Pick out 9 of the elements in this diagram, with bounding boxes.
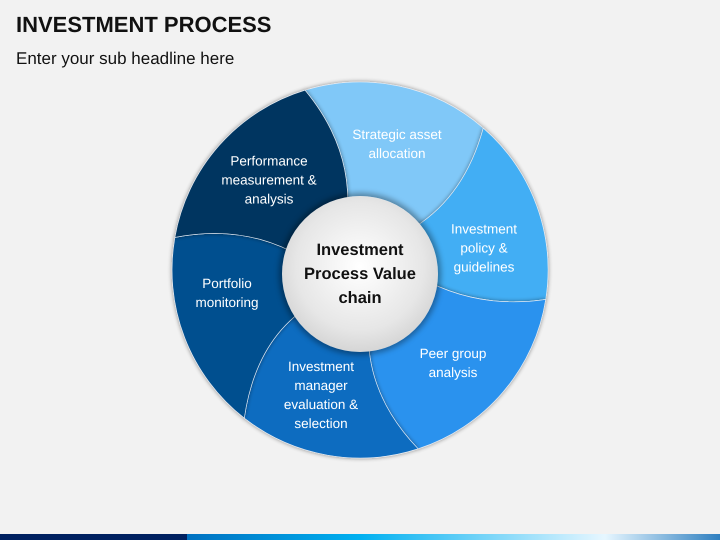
center-label: Investment Process Value chain [303, 240, 417, 309]
segment-label: Investment manager evaluation & selection [282, 358, 360, 433]
segment-label: Peer group analysis [418, 345, 488, 382]
title: INVESTMENT PROCESS [16, 12, 272, 38]
segment-label: Strategic asset allocation [351, 126, 443, 163]
segment-label: Performance measurement & analysis [220, 152, 318, 208]
subtitle: Enter your sub headline here [16, 49, 234, 69]
segment-label: Investment policy & guidelines [450, 220, 518, 276]
segment-label: Portfolio monitoring [194, 275, 260, 312]
